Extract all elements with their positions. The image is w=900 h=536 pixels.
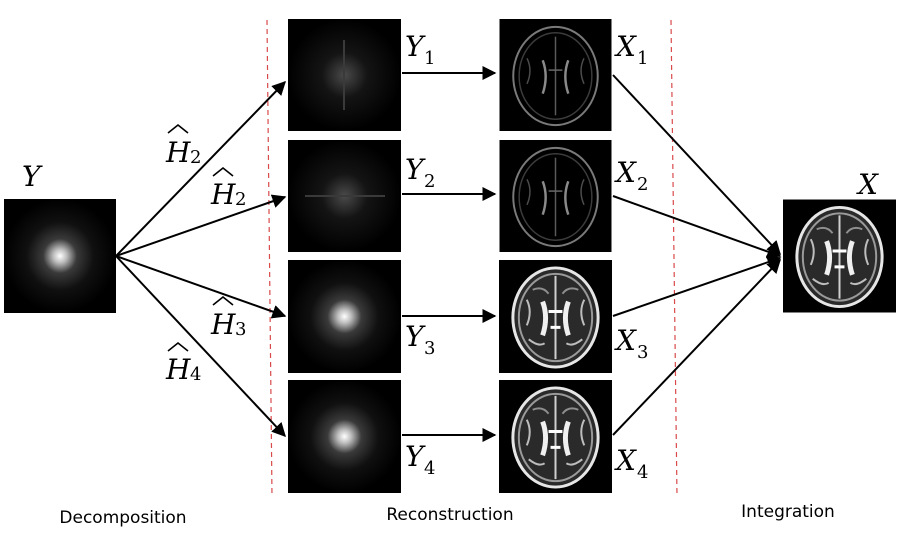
filter-symbol-4: H	[165, 353, 191, 386]
recon-symbol-1: X	[614, 30, 637, 63]
kspace-symbol-4: Y	[405, 440, 426, 473]
recon-subscript-1: 1	[637, 48, 648, 69]
kspace-symbol-3: Y	[405, 320, 426, 353]
arrow-decompose-4	[115, 255, 286, 438]
filter-symbol-2: H	[210, 178, 236, 211]
filter-label-3: H 3	[210, 295, 246, 341]
kspace-subscript-2: 2	[424, 171, 435, 192]
kspace-symbol-1: Y	[405, 30, 426, 63]
input-symbol: Y	[22, 160, 43, 193]
kspace-symbol-2: Y	[405, 153, 426, 186]
filter-subscript-4: 4	[190, 364, 201, 385]
recon-subscript-3: 3	[637, 342, 648, 363]
recon-subscript-4: 4	[637, 462, 648, 483]
filter-label-1: H 2	[165, 123, 201, 169]
filter-subscript-2: 2	[235, 189, 246, 210]
kspace-subscript-4: 4	[424, 458, 435, 479]
divider-right	[670, 19, 678, 498]
filter-label-4: H 4	[165, 341, 201, 386]
recon-image-4	[499, 380, 612, 493]
recon-symbol-3: X	[614, 324, 637, 357]
kspace-subscript-1: 1	[424, 48, 435, 69]
filter-subscript-3: 3	[235, 319, 246, 340]
arrow-integrate-1	[612, 74, 781, 256]
arrow-integrate-4	[612, 258, 781, 436]
output-image	[783, 200, 896, 313]
stage-label-decomposition: Decomposition	[59, 508, 186, 528]
kspace-image-4	[288, 380, 401, 493]
arrow-integrate-2	[612, 195, 782, 259]
recon-symbol-2: X	[614, 156, 637, 189]
arrow-decompose-1	[115, 80, 286, 257]
stage-label-reconstruction: Reconstruction	[386, 505, 513, 525]
arrow-decompose-3	[115, 255, 287, 319]
kspace-image-3	[288, 260, 401, 373]
divider-left	[266, 19, 273, 498]
kspace-image-1	[288, 19, 401, 131]
arrow-decompose-2	[115, 194, 287, 257]
filter-subscript-1: 2	[190, 147, 201, 168]
input-kspace-image	[4, 199, 116, 313]
kspace-image-2	[288, 140, 401, 252]
recon-symbol-4: X	[614, 444, 637, 477]
reconstruction-arrows	[402, 66, 497, 442]
output-symbol: X	[856, 168, 879, 201]
integration-arrows	[612, 74, 782, 436]
filter-symbol-3: H	[210, 308, 236, 341]
arrow-integrate-3	[612, 255, 782, 317]
recon-subscript-2: 2	[637, 174, 648, 195]
stage-label-integration: Integration	[741, 502, 835, 522]
kspace-subscript-3: 3	[424, 338, 435, 359]
recon-image-2	[499, 140, 612, 252]
filter-symbol-1: H	[165, 136, 191, 169]
recon-image-3	[499, 260, 612, 373]
filter-label-2: H 2	[210, 166, 246, 211]
decomposition-arrows	[115, 80, 287, 438]
recon-image-1	[499, 19, 612, 131]
